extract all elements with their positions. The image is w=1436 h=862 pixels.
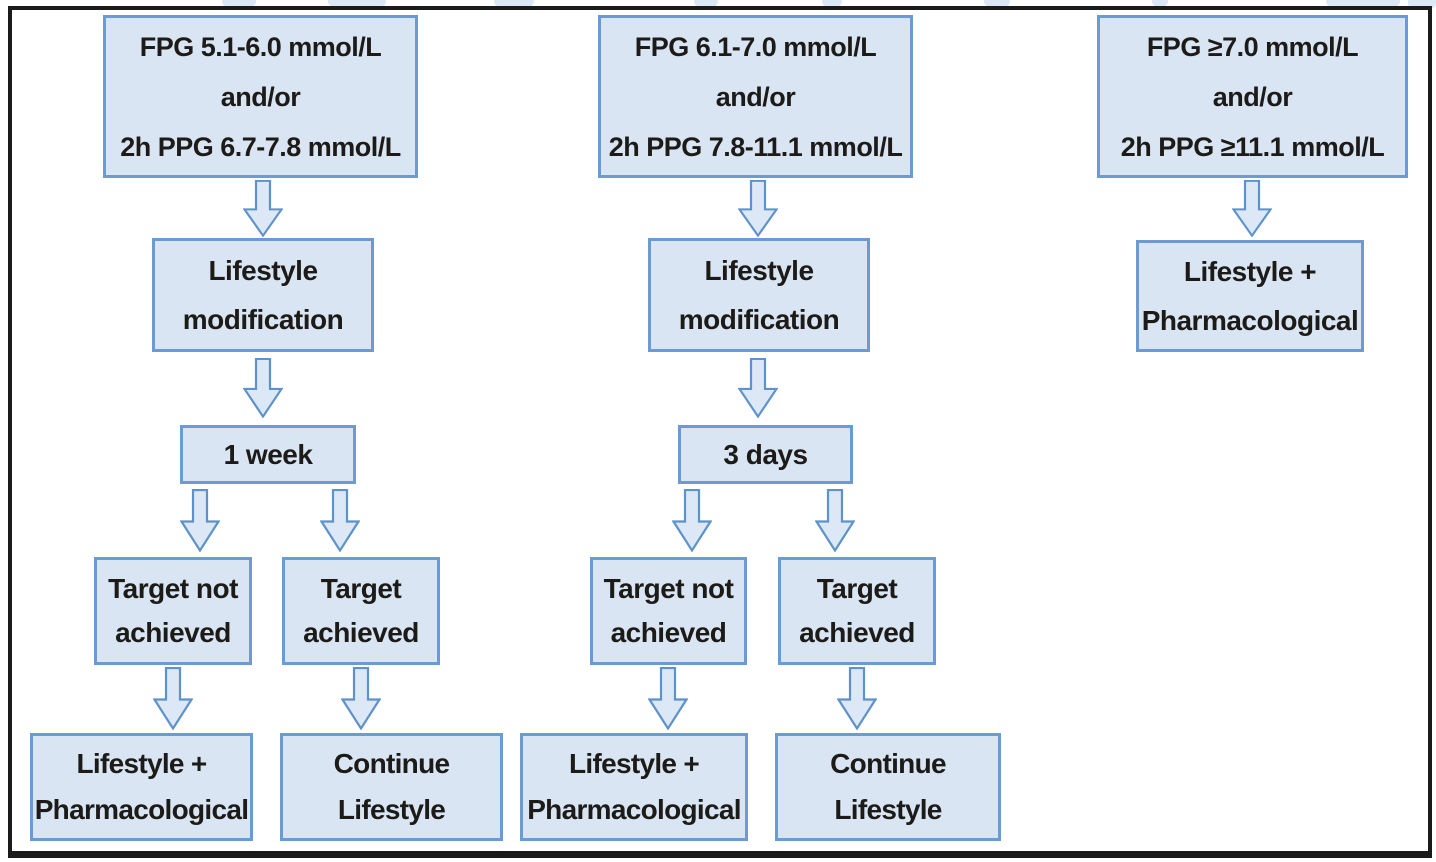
target-achieved-box-column1: Target achieved [282,557,440,665]
scan-artifact [822,0,842,7]
criteria-line: and/or [220,81,301,112]
criteria-line: FPG ≥7.0 mmol/L [1146,31,1359,62]
target-line: Target not [108,573,238,604]
scan-artifact [984,0,1010,7]
outcome-continue-box-column1: Continue Lifestyle [280,733,503,841]
scan-artifact [1408,0,1436,9]
criteria-line: and/or [1212,81,1293,112]
target-not-achieved-box-column2: Target not achieved [590,557,747,665]
down-arrow-icon [153,667,193,730]
target-line: Target [320,573,402,604]
management-line: Lifestyle + [1183,256,1317,287]
criteria-line: FPG 6.1-7.0 mmol/L [634,31,877,62]
outcome-pharmacological-box-column1: Lifestyle + Pharmacological [30,733,253,841]
criteria-line: 2h PPG 7.8-11.1 mmol/L [608,131,903,162]
outcome-line: Pharmacological [527,794,741,825]
outcome-line: Pharmacological [34,794,249,825]
down-arrow-icon [738,180,778,237]
down-arrow-icon [738,358,778,418]
scan-artifact [1152,0,1168,7]
outcome-line: Lifestyle [834,794,942,825]
down-arrow-icon [341,667,381,730]
outcome-line: Continue [333,748,450,779]
scan-artifact [222,0,256,7]
down-arrow-icon [648,667,688,730]
outcome-line: Lifestyle [337,794,446,825]
down-arrow-icon [837,667,877,730]
criteria-line: FPG 5.1-6.0 mmol/L [139,31,382,62]
review-period-box-column2: 3 days [678,425,853,484]
down-arrow-icon [180,489,220,552]
management-box-column1: Lifestyle modification [152,238,374,352]
down-arrow-icon [815,489,855,552]
down-arrow-icon [243,358,283,418]
management-line: modification [678,304,840,335]
target-line: achieved [303,617,419,648]
management-line: Lifestyle [208,255,318,286]
down-arrow-icon [672,489,712,552]
target-line: achieved [799,617,915,648]
management-line: Lifestyle [704,255,814,286]
review-period-label: 3 days [723,438,808,470]
target-line: achieved [115,617,231,648]
criteria-line: 2h PPG 6.7-7.8 mmol/L [120,131,401,162]
review-period-box-column1: 1 week [180,425,356,484]
review-period-label: 1 week [223,438,313,470]
down-arrow-icon [320,489,360,552]
outcome-continue-box-column2: Continue Lifestyle [775,733,1001,841]
outcome-line: Lifestyle + [568,748,700,779]
target-not-achieved-box-column1: Target not achieved [94,557,252,665]
target-line: Target [816,573,898,604]
scan-artifact [694,0,718,7]
criteria-box-column3: FPG ≥7.0 mmol/L and/or 2h PPG ≥11.1 mmol… [1097,15,1408,178]
criteria-line: 2h PPG ≥11.1 mmol/L [1120,131,1385,162]
target-achieved-box-column2: Target achieved [778,557,936,665]
figure-border [8,6,1432,858]
management-box-column3: Lifestyle + Pharmacological [1136,240,1364,352]
criteria-line: and/or [715,81,796,112]
down-arrow-icon [1232,180,1272,237]
management-box-column2: Lifestyle modification [648,238,870,352]
outcome-line: Lifestyle + [76,748,207,779]
scan-artifact [328,0,386,7]
down-arrow-icon [243,180,283,237]
target-line: achieved [610,617,727,648]
outcome-pharmacological-box-column2: Lifestyle + Pharmacological [520,733,748,841]
criteria-box-column1: FPG 5.1-6.0 mmol/L and/or 2h PPG 6.7-7.8… [103,15,418,178]
scan-artifact [1326,0,1400,7]
management-line: modification [182,304,344,335]
outcome-line: Continue [830,748,946,779]
criteria-box-column2: FPG 6.1-7.0 mmol/L and/or 2h PPG 7.8-11.… [598,15,913,178]
target-line: Target not [603,573,734,604]
scan-artifact [494,0,534,7]
management-line: Pharmacological [1141,305,1359,336]
